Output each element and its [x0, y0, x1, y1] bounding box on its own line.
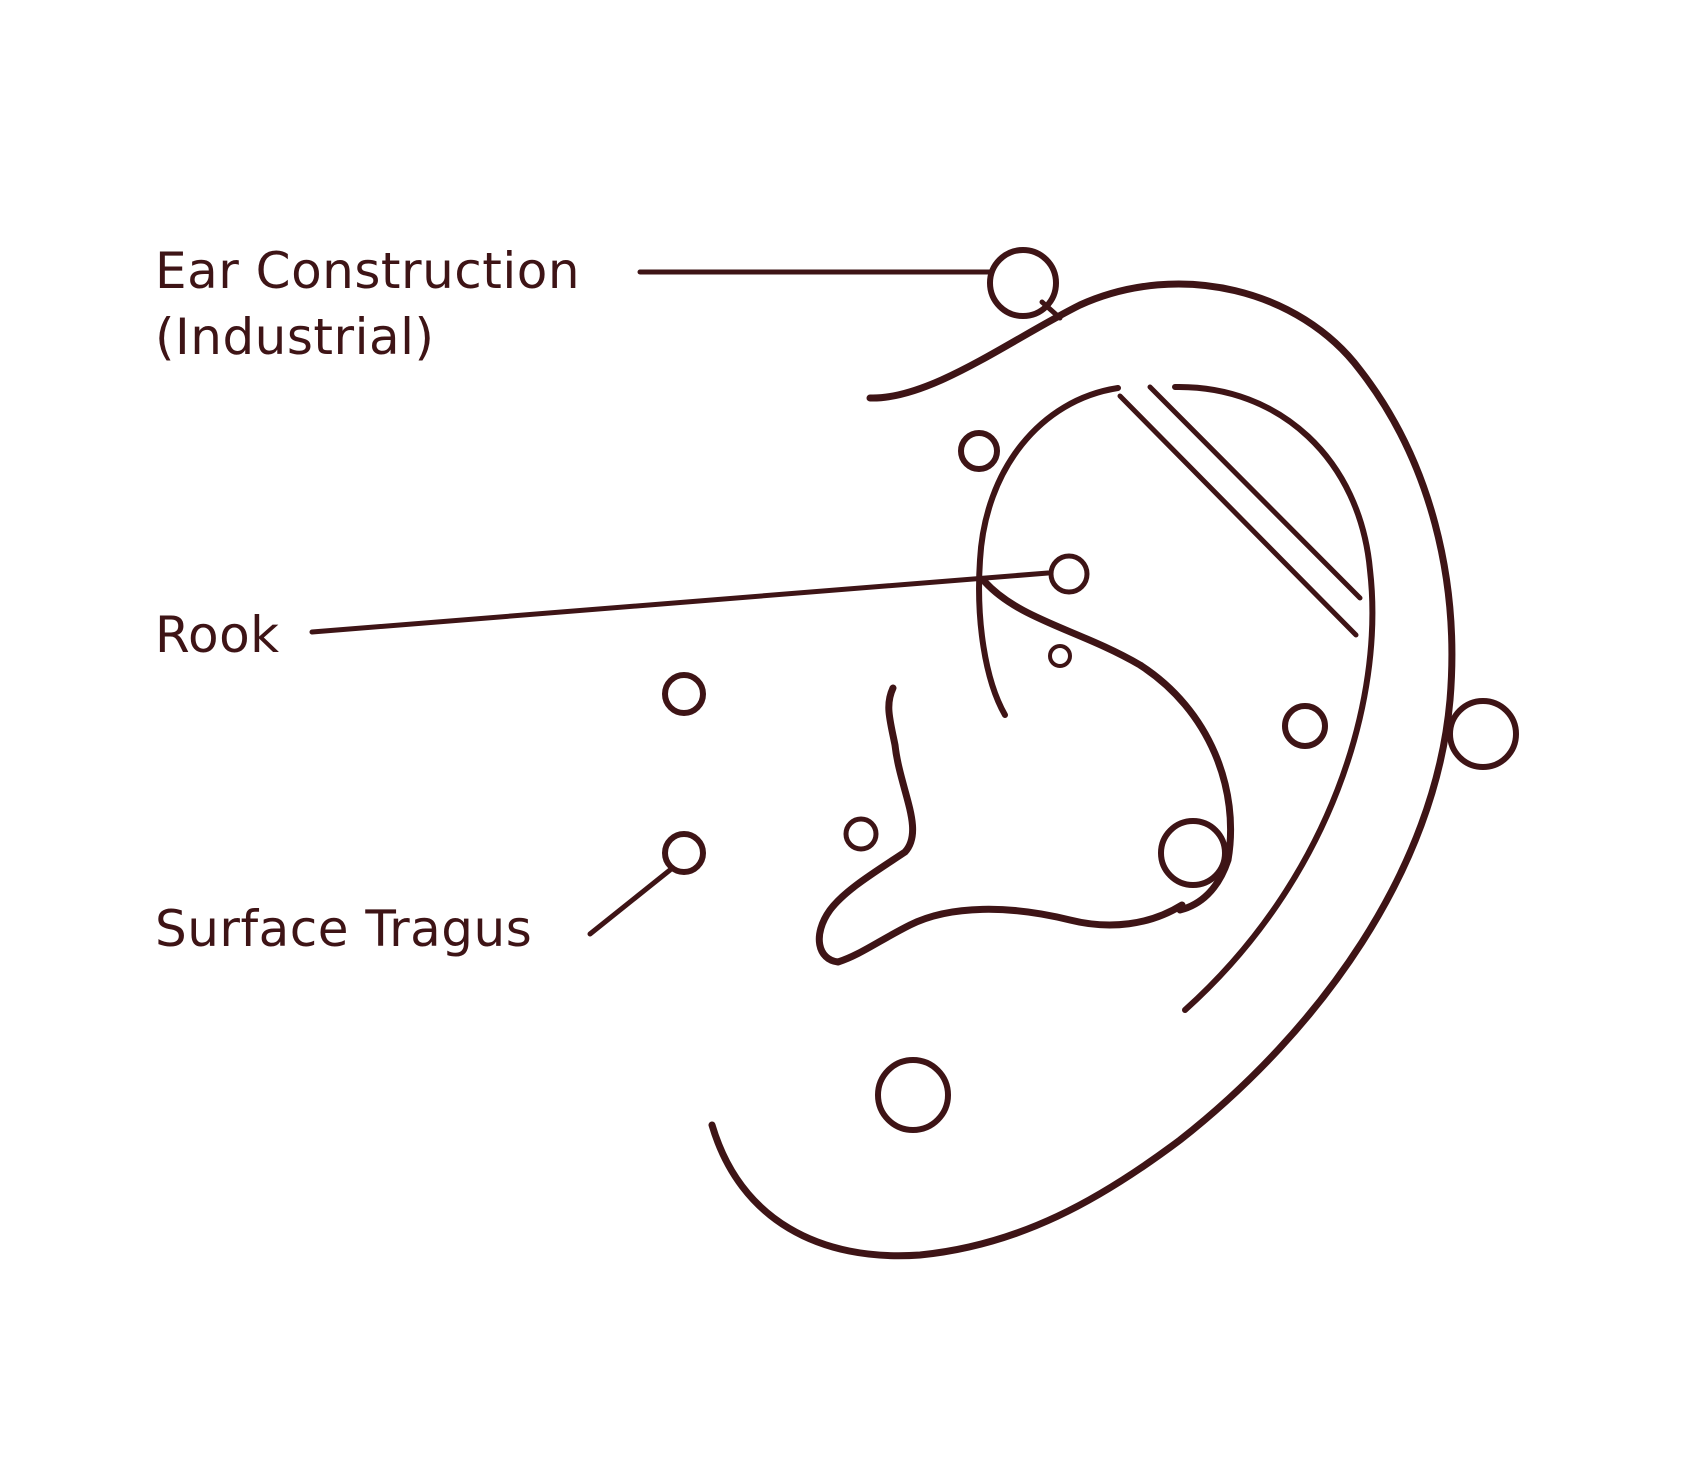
antitragus-jewelry-circle — [843, 816, 879, 852]
rook-label: Rook — [155, 606, 280, 664]
antihelix-ridge — [981, 578, 1235, 914]
industrial-jewelry-circle — [987, 247, 1059, 319]
industrial-label-line1: Ear Construction — [155, 242, 581, 300]
industrial-label-line2: (Industrial) — [155, 308, 435, 366]
conch-jewelry-circle — [1282, 703, 1328, 749]
snug-jewelry-circle — [1158, 818, 1228, 888]
surface-tragus-label: Surface Tragus — [155, 900, 533, 958]
industrial-label: Ear Construction (Industrial) — [155, 238, 580, 370]
forward-helix-jewelry-circle — [958, 430, 1000, 472]
helix-inner-fold — [1172, 383, 1376, 1013]
rook-leader-line — [309, 570, 1051, 635]
antihelix-upper-crus — [976, 385, 1121, 718]
helix-outline — [708, 280, 1456, 1260]
surface-tragus-leader-line — [587, 867, 673, 937]
helix-jewelry-circle — [1447, 698, 1519, 770]
surface-tragus-jewelry-circle — [662, 831, 706, 875]
lobe-jewelry-circle — [875, 1057, 951, 1133]
rook-jewelry-circle — [1048, 553, 1090, 595]
industrial-bar-lower — [1117, 393, 1359, 638]
industrial-bar-upper — [1147, 384, 1363, 601]
daith-jewelry-circle — [1048, 644, 1072, 668]
tragus-jewelry-circle — [662, 672, 706, 716]
concha-tragus-outline — [815, 684, 1186, 966]
